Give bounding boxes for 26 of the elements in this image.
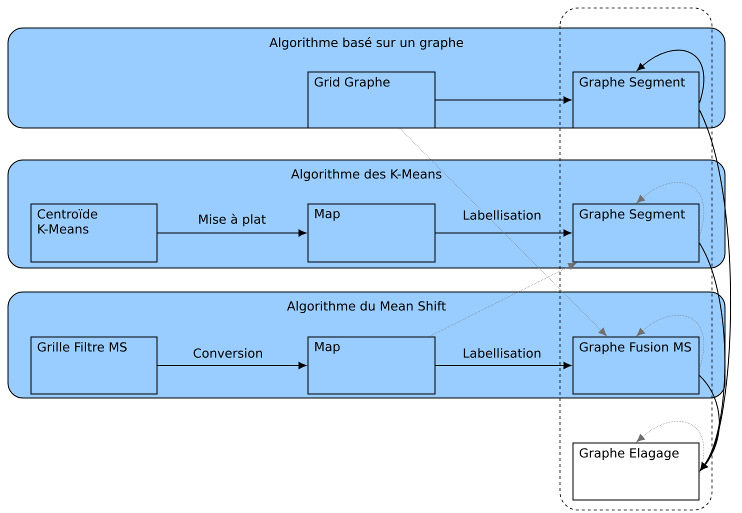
process-box: Grid Graphe bbox=[308, 72, 436, 128]
process-box: Graphe Elagage bbox=[572, 442, 700, 500]
process-box: Map bbox=[308, 336, 436, 394]
arrow bbox=[400, 128, 607, 336]
process-box: Map bbox=[308, 204, 436, 262]
process-box: Graphe Segment bbox=[572, 72, 700, 128]
arrow bbox=[435, 96, 572, 104]
edge-label: Labellisation bbox=[462, 347, 542, 359]
arrow bbox=[636, 182, 704, 236]
arrow bbox=[699, 110, 732, 471]
arrow bbox=[157, 362, 306, 370]
arrow bbox=[699, 375, 720, 471]
arrow bbox=[636, 315, 704, 369]
arrow bbox=[157, 229, 306, 237]
arrow bbox=[435, 229, 572, 237]
edge-label: Mise à plat bbox=[197, 212, 268, 228]
edge-label: Labellisation bbox=[462, 209, 542, 221]
process-box: Centroïde K-Means bbox=[30, 204, 158, 262]
process-box: Graphe Fusion MS bbox=[572, 336, 700, 394]
process-box: Grille Filtre MS bbox=[30, 336, 158, 394]
edge-label: Conversion bbox=[192, 347, 264, 359]
arrow bbox=[636, 50, 704, 104]
arrow bbox=[435, 362, 572, 370]
arrow bbox=[636, 421, 704, 475]
arrow bbox=[429, 262, 577, 337]
process-box: Graphe Segment bbox=[572, 204, 700, 262]
